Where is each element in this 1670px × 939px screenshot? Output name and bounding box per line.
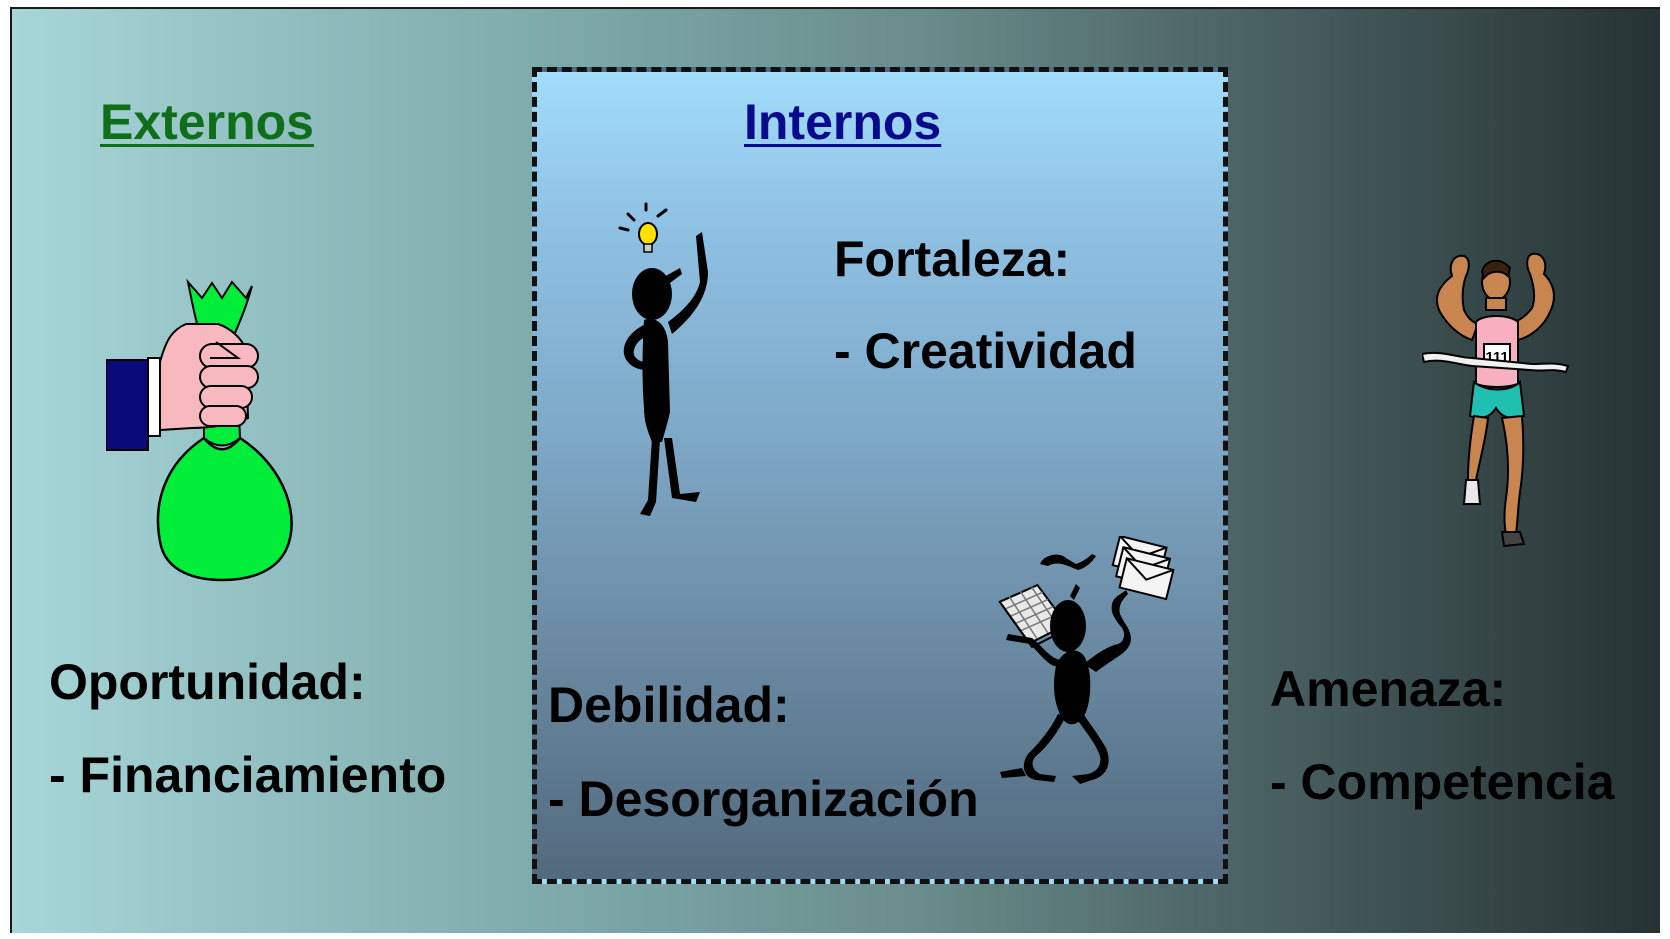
internos-box [532, 67, 1228, 884]
juggling-person-icon [998, 536, 1175, 784]
debilidad-item: - Desorganización [548, 771, 979, 827]
money-bag-icon [106, 278, 293, 582]
bottom-margin [0, 933, 1670, 939]
oportunidad-title: Oportunidad: [49, 654, 366, 710]
oportunidad-item: - Financiamiento [49, 747, 447, 803]
amenaza-title: Amenaza: [1270, 661, 1507, 717]
amenaza-item: - Competencia [1270, 754, 1615, 810]
idea-person-icon [618, 202, 708, 516]
fortaleza-title: Fortaleza: [834, 231, 1071, 287]
runner-icon: 111 [1422, 252, 1570, 548]
debilidad-title: Debilidad: [548, 677, 790, 733]
internos-heading: Internos [744, 94, 942, 150]
fortaleza-item: - Creatividad [834, 323, 1137, 379]
externos-heading: Externos [100, 94, 314, 150]
